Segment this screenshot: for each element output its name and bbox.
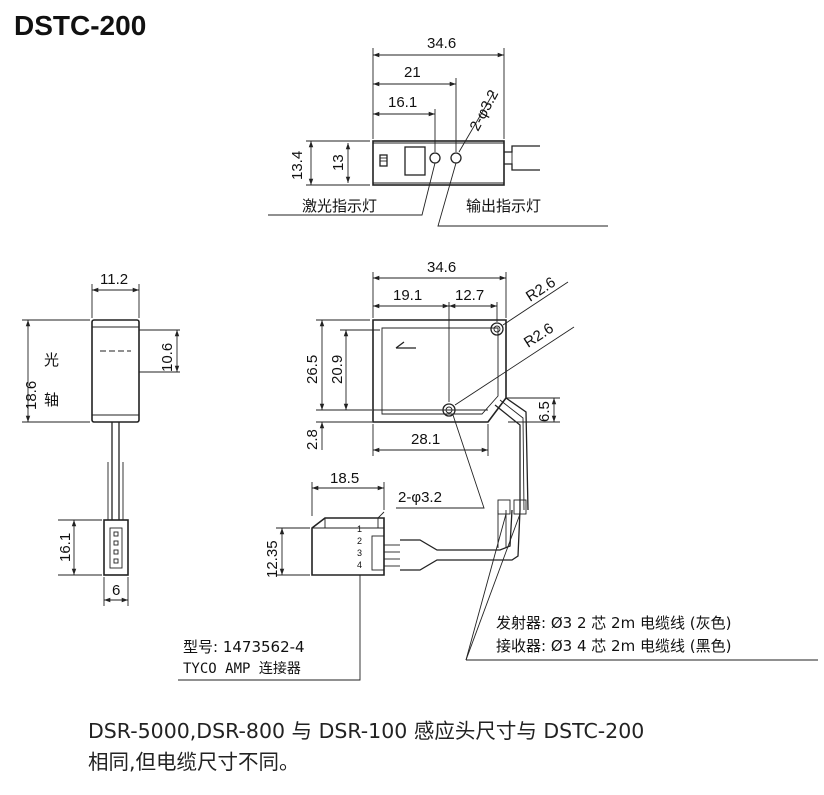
side-view-cable: [111, 422, 120, 520]
footnote: DSR-5000,DSR-800 与 DSR-100 感应头尺寸与 DSTC-2…: [88, 716, 808, 778]
dim-top-21: 21: [404, 64, 421, 81]
side-view: 11.2 18.6 光 轴 10.6 16.1 6: [22, 271, 180, 606]
dim-connector-12-35: 12.35: [264, 540, 281, 578]
dim-front-19-1: 19.1: [393, 287, 422, 304]
label-output-indicator: 输出指示灯: [466, 197, 541, 215]
label-laser-indicator: 激光指示灯: [302, 197, 377, 215]
mount-hole-top: [490, 322, 504, 336]
dim-front-6-5: 6.5: [536, 401, 553, 422]
dim-connector-18-5: 18.5: [330, 470, 359, 487]
connector-model-label: 型号: 1473562-4: [183, 638, 305, 656]
emitter-cable-label: 发射器: Ø3 2 芯 2m 电缆线 (灰色): [496, 614, 731, 632]
label-optical-axis-2: 轴: [44, 391, 59, 409]
dim-front-2-8: 2.8: [304, 429, 321, 450]
dim-front-12-7: 12.7: [455, 287, 484, 304]
dim-front-r-top: R2.6: [523, 274, 559, 306]
dim-top-16-1: 16.1: [388, 94, 417, 111]
top-view-body: [372, 140, 505, 186]
front-view-body: [372, 319, 507, 423]
dim-side-10-6: 10.6: [159, 343, 176, 372]
connector-type-label: TYCO AMP 连接器: [183, 660, 301, 677]
dim-front-r-bottom: R2.6: [521, 320, 557, 352]
connector-cable: [400, 509, 521, 571]
label-optical-axis-1: 光: [44, 351, 59, 369]
laser-indicator-led: [429, 152, 441, 164]
laser-window: [404, 146, 426, 176]
dim-front-34-6: 34.6: [427, 259, 456, 276]
side-view-connector: [103, 519, 129, 576]
front-view: 34.6 19.1 12.7 R2.6 R2.6 26.5 20.9 2.8 6…: [304, 259, 575, 511]
connector-view: 1 2 3 4 18.5 12.35 型号: 1473562-4 TYCO AM…: [178, 470, 527, 681]
top-view: 34.6 21 16.1 2-φ3.2 13.4 13 激光指示灯 输出指示灯: [268, 35, 608, 227]
dim-top-13-4: 13.4: [289, 151, 306, 180]
drawing-title: DSTC-200: [14, 10, 146, 41]
footnote-line-1: DSR-5000,DSR-800 与 DSR-100 感应头尺寸与 DSTC-2…: [88, 719, 645, 743]
dim-side-18-6: 18.6: [23, 381, 40, 410]
cable-notes: 发射器: Ø3 2 芯 2m 电缆线 (灰色) 接收器: Ø3 4 芯 2m 电…: [465, 513, 818, 661]
front-view-cable: [494, 397, 529, 511]
pin-label-2: 2: [357, 536, 362, 546]
dim-top-13: 13: [330, 154, 347, 171]
dim-front-26-5: 26.5: [304, 355, 321, 384]
side-view-body: [91, 319, 140, 423]
pin-label-3: 3: [357, 548, 362, 558]
receiver-cable-label: 接收器: Ø3 4 芯 2m 电缆线 (黑色): [496, 637, 731, 655]
dim-top-34-6: 34.6: [427, 35, 456, 52]
dim-top-hole: 2-φ3.2: [467, 87, 503, 134]
pin-label-4: 4: [357, 560, 362, 570]
dim-side-6: 6: [112, 582, 120, 599]
top-view-cable: [504, 145, 540, 171]
footnote-line-2: 相同,但电缆尺寸不同。: [88, 750, 300, 774]
mount-hole-bottom: [442, 403, 456, 417]
dim-front-hole: 2-φ3.2: [398, 489, 442, 506]
dim-side-16-1: 16.1: [57, 533, 74, 562]
dim-front-28-1: 28.1: [411, 431, 440, 448]
connector-body: [311, 517, 385, 576]
dim-side-11-2: 11.2: [100, 271, 128, 288]
pin-label-1: 1: [357, 524, 362, 534]
dim-front-20-9: 20.9: [329, 355, 346, 384]
output-indicator-led: [450, 152, 462, 164]
